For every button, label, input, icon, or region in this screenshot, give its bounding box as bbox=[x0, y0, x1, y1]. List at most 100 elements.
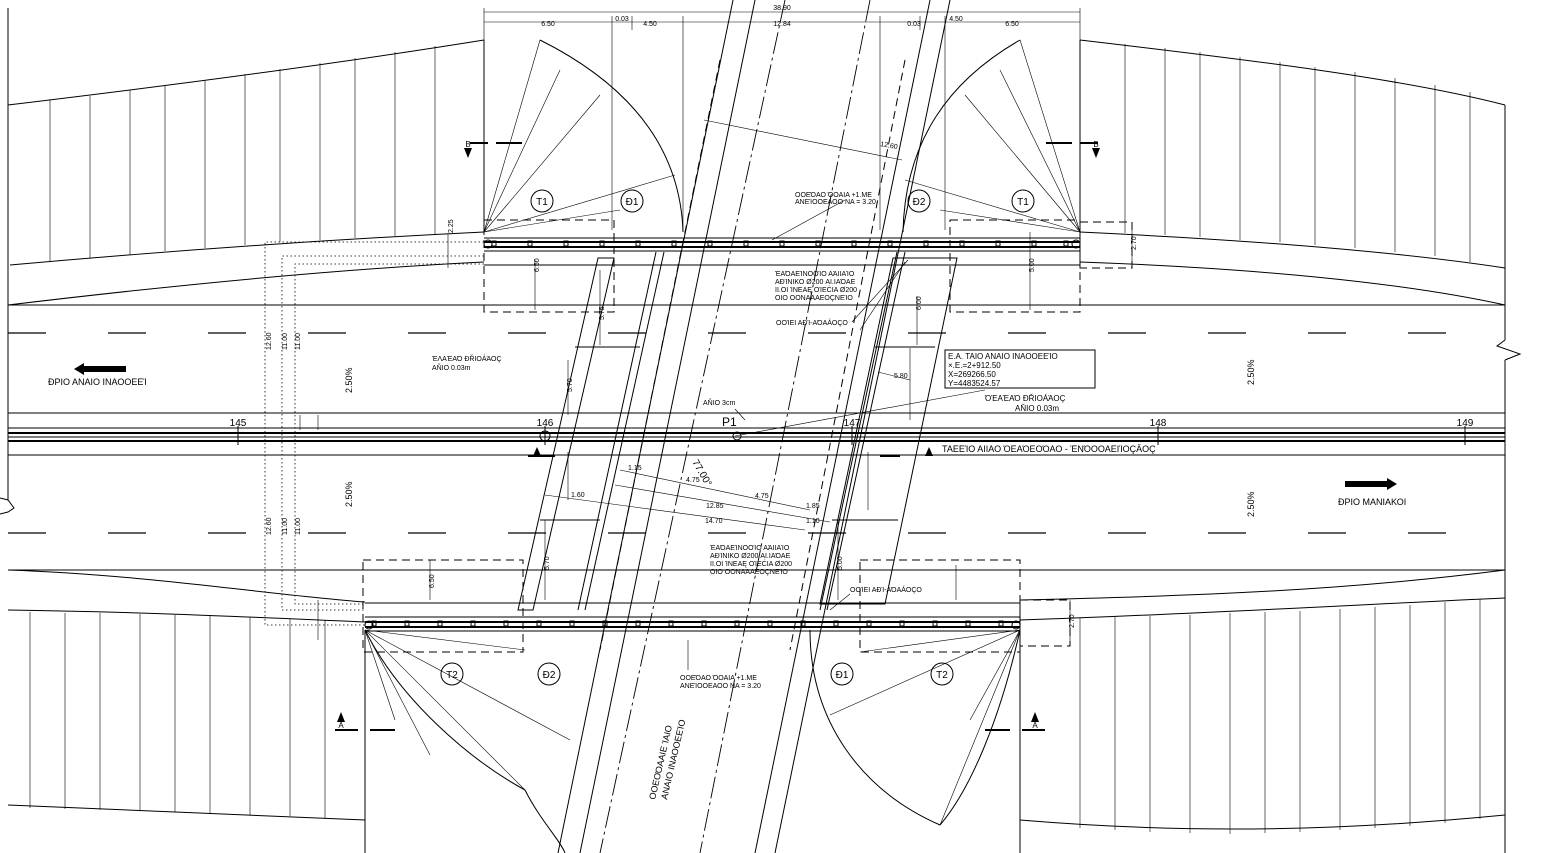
section-markers: B B A A bbox=[335, 140, 1100, 731]
info-box-line3: X=269266.50 bbox=[948, 370, 996, 379]
pipe-note-bottom-line1: ΈΑΌΑΕΊΝΟΟΊΟ ΑΆΙΙΑΊΟ bbox=[709, 545, 790, 552]
label-t2-right: T2 bbox=[936, 670, 948, 681]
dim-small-16: 1.60 bbox=[571, 492, 585, 499]
dim-small-2: 6.50 bbox=[534, 258, 541, 272]
dim-small-1: 2.25 bbox=[448, 219, 455, 233]
dim-small-18: 5.00 bbox=[837, 556, 844, 570]
deck-note-left-line2: ΑŇΙΟ 0.03m bbox=[432, 363, 471, 372]
dim-seg-3: 4.50 bbox=[643, 21, 657, 28]
channel-label: ΟΟΕΟΌΑΑΙΕ ΊΑΙΟ ΑΝΑΙΟ ΙΝΑΟΟΕΕΊΟ bbox=[647, 718, 687, 800]
slope-labels: 2.50% 2.50% 2.50% 2.50% bbox=[344, 359, 1256, 517]
arrow-right-icon bbox=[1345, 478, 1397, 490]
vdim-6: 11.00 bbox=[295, 518, 302, 535]
dim-small-12: 12.85 bbox=[706, 503, 724, 510]
dim-small-13: 14.70 bbox=[705, 518, 723, 525]
skew-angle: 77.00° bbox=[689, 458, 713, 489]
dim-small-10: 4.75 bbox=[686, 477, 700, 484]
dim-seg-5: 0.03 bbox=[907, 21, 921, 28]
pipe-note-top-line1: ΈΑΌΑΕΊΝΟΟΊΟ ΑΆΙΙΑΊΟ bbox=[774, 271, 855, 278]
arrow-left-icon bbox=[74, 363, 126, 375]
pipe-note-bottom-line2: ΑĐΊΝΙΚΟ Ø200 ΑΙ.ΙΑΌΑΕ bbox=[710, 553, 791, 560]
direction-right: ĐΡΙΟ ΜΑΝΙΑΚΟΙ bbox=[1338, 478, 1406, 507]
dim-small-11: 4.75 bbox=[755, 493, 769, 500]
dim-small-15: 1.85 bbox=[806, 503, 820, 510]
dim-small-9: 1.15 bbox=[628, 465, 642, 472]
deck-bottom-parapet bbox=[364, 602, 1021, 632]
ground-note-bottom-line1: ΟΟΕΌΑΟ ΌΟΑΙΑ +1.ΜΕ bbox=[680, 675, 757, 682]
section-mark-a-right: A bbox=[1032, 721, 1038, 730]
pipe-note-bottom-line4: ΟΙΟ ΟΟΝΑΆΑΕΟÇΝΕΊΟ bbox=[710, 569, 788, 576]
dim-small-20: 2.70 bbox=[1069, 614, 1076, 628]
top-dimension-chain: 38.90 6.50 0.03 4.50 12.84 0.03 4.50 6.5… bbox=[483, 5, 1081, 230]
pipe-note-bottom-line3: ΙΙ.ΟΙ ΊΝΕΑĘ ΟΊΕĆΙΑ Ø200 bbox=[710, 559, 792, 568]
direction-left-label: ĐΡΙΟ ΑΝΑΙΟ ΙΝΑΟΟΕΕΊ bbox=[48, 377, 147, 387]
station-148: 148 bbox=[1150, 418, 1167, 429]
station-147: 147 bbox=[844, 418, 861, 429]
deck-top-parapet bbox=[483, 237, 1081, 266]
label-d2-bottom: Đ2 bbox=[543, 670, 556, 681]
dim-small-5: 6.00 bbox=[916, 296, 923, 310]
label-t1-left: T1 bbox=[536, 197, 548, 208]
anio-small-note: ΑŇΙΟ 3cm bbox=[703, 398, 735, 407]
pipe-note-top-line4: ΟΙΟ ΟΟΝΑΆΑΕΟÇΝΕΊΟ bbox=[775, 295, 853, 302]
dim-small-17: 5.70 bbox=[544, 556, 551, 570]
slope-right-bottom: 2.50% bbox=[1246, 491, 1256, 517]
deck-note-right-line2: ΑŇΙΟ 0.03m bbox=[1015, 404, 1059, 413]
bottom-wingwalls bbox=[362, 559, 1071, 853]
dim-seg-2: 0.03 bbox=[615, 16, 629, 23]
left-dimension-lines bbox=[264, 222, 1133, 646]
dim-seg-6: 4.50 bbox=[949, 16, 963, 23]
slope-left-top: 2.50% bbox=[344, 367, 354, 393]
pipe-note-top-line2: ΑĐΊΝΙΚΟ Ø200 ΑΙ.ΙΑΌΑΕ bbox=[775, 279, 856, 286]
section-mark-b-right: B bbox=[1093, 140, 1098, 149]
ground-note-top: ΟΟΕΌΑΟ ΌΟΑΙΑ +1.ΜΕ ΑΝΕΊΟΟΕΑΟΟ ΝΑ = 3.20 bbox=[795, 192, 876, 206]
info-box-line4: Y=4483524.57 bbox=[948, 379, 1001, 388]
station-146: 146 bbox=[537, 418, 554, 429]
label-d2-top: Đ2 bbox=[913, 197, 926, 208]
ground-note-bottom: ΟΟΕΌΑΟ ΌΟΑΙΑ +1.ΜΕ ΑΝΕΊΟΟΕΑΟΟ ΝΑ = 3.20 bbox=[680, 675, 761, 690]
vdim-4: 12.60 bbox=[266, 517, 273, 535]
dim-small-14: 1.10 bbox=[806, 518, 820, 525]
dim-small-6: 5.75 bbox=[599, 306, 606, 320]
ground-note-top-line2: ΑΝΕΊΟΟΕΑΟΟ ΝΑ = 3.20 bbox=[795, 199, 876, 206]
station-145: 145 bbox=[230, 418, 247, 429]
vdim-1: 12.60 bbox=[266, 332, 273, 350]
dim-small-7: 5.70 bbox=[567, 378, 574, 392]
dim-small-4: 5.00 bbox=[1029, 258, 1036, 272]
info-box: Ε.Α. ΤΑΙΟ ΑΝΑΙΟ ΙΝΑΟΟΕΕΊΟ ×.Ε.=2+912.50 … bbox=[944, 349, 1096, 389]
small-dimensions: 2.25 6.50 2.70 5.00 6.00 5.75 5.70 5.80 … bbox=[429, 141, 1138, 628]
deck-note-left-line1: ΈΛΑΈΑΌ ĐŘΙΟÁΆΟÇ bbox=[431, 354, 502, 363]
direction-left: ĐΡΙΟ ΑΝΑΙΟ ΙΝΑΟΟΕΕΊ bbox=[48, 363, 147, 387]
direction-right-label: ĐΡΙΟ ΜΑΝΙΑΚΟΙ bbox=[1338, 497, 1406, 507]
ground-note-top-line1: ΟΟΕΌΑΟ ΌΟΑΙΑ +1.ΜΕ bbox=[795, 192, 872, 199]
dim-total: 38.90 bbox=[773, 5, 791, 12]
slope-left-bottom: 2.50% bbox=[344, 481, 354, 507]
pipe-note-top: ΈΑΌΑΕΊΝΟΟΊΟ ΑΆΙΙΑΊΟ ΑĐΊΝΙΚΟ Ø200 ΑΙ.ΙΑΌΑ… bbox=[774, 271, 857, 302]
dim-seg-8: 6.50 bbox=[1005, 21, 1019, 28]
slope-right-top: 2.50% bbox=[1246, 359, 1256, 385]
dim-seg-4: 12.84 bbox=[773, 21, 791, 28]
vertical-dimensions-left: 12.60 11.00 11.00 12.60 11.00 11.00 bbox=[266, 332, 302, 535]
deck-note-left: ΈΛΑΈΑΌ ĐŘΙΟÁΆΟÇ ΑŇΙΟ 0.03m bbox=[431, 354, 502, 372]
label-d1-bottom: Đ1 bbox=[836, 670, 849, 681]
point-p1: P1 bbox=[722, 415, 737, 429]
dim-seg-1: 6.50 bbox=[541, 21, 555, 28]
pipe-note-top-line3: ΙΙ.ΟΙ ΊΝΕΑĘ ΟΊΕĆΙΑ Ø200 bbox=[775, 285, 857, 294]
top-wingwalls bbox=[483, 39, 1133, 313]
info-box-line2: ×.Ε.=2+912.50 bbox=[948, 361, 1001, 370]
pipe-note-bottom: ΈΑΌΑΕΊΝΟΟΊΟ ΑΆΙΙΑΊΟ ΑĐΊΝΙΚΟ Ø200 ΑΙ.ΙΑΌΑ… bbox=[709, 545, 792, 576]
barrier-note-bottom: ΟΟΊΕΙ ΑĐΊ-ΑΌΑÁΟÇΟ bbox=[850, 585, 922, 594]
dim-inner: 12.60 bbox=[880, 141, 899, 151]
leader-lines bbox=[687, 199, 986, 670]
vdim-3: 11.00 bbox=[295, 333, 302, 350]
skewed-bridge-body bbox=[517, 0, 958, 853]
info-box-line1: Ε.Α. ΤΑΙΟ ΑΝΑΙΟ ΙΝΑΟΟΕΕΊΟ bbox=[948, 352, 1058, 361]
section-mark-a-left: A bbox=[338, 721, 344, 730]
section-mark-b-left: B bbox=[465, 140, 470, 149]
roadway bbox=[8, 304, 1505, 571]
vdim-5: 11.00 bbox=[282, 518, 289, 535]
deck-note-right: ΌΈΑΈΑΌ ĐŘΙΟÁΆΟÇ ΑŇΙΟ 0.03m bbox=[984, 394, 1066, 413]
axis-label: ΤΑΕΕΊΟ ΑΙΙΑΟ ΌΕΑΌΕΟΌΑΟ - ΈΝΌΟΟΑΕΙΊΟÇÄΟÇ bbox=[942, 444, 1156, 454]
label-d1-top: Đ1 bbox=[626, 197, 639, 208]
